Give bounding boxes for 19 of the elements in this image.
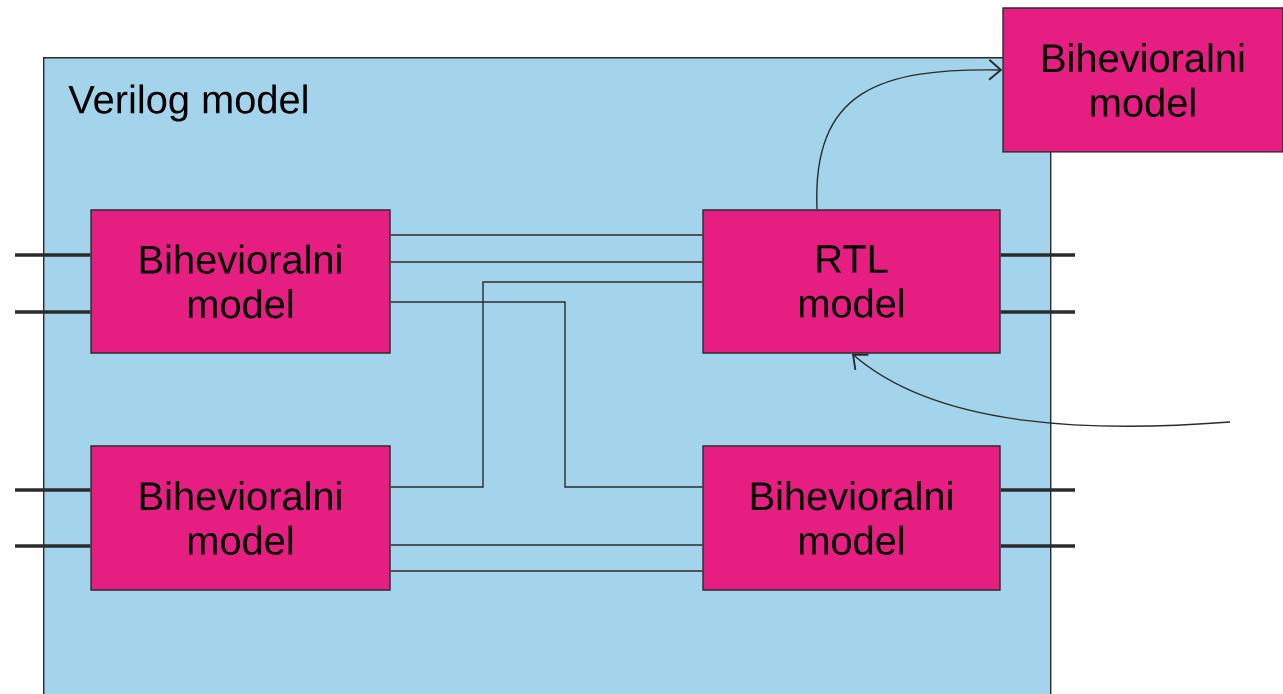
arrow [852, 353, 1231, 427]
port-line [1000, 488, 1075, 492]
connector-line [390, 570, 703, 572]
connector-line [390, 544, 703, 546]
port-line [15, 488, 91, 492]
model-box: RTL model [702, 209, 1001, 354]
port-line [1000, 253, 1075, 257]
connector-line [390, 234, 703, 236]
port-line [15, 310, 91, 314]
model-box: Bihevioralni model [1002, 7, 1283, 153]
model-box: Bihevioralni model [702, 445, 1001, 591]
model-box: Bihevioralni model [90, 209, 391, 354]
port-line [1000, 544, 1075, 548]
port-line [15, 544, 91, 548]
port-line [15, 253, 91, 257]
connector-line [390, 261, 703, 263]
port-line [1000, 310, 1075, 314]
model-box: Bihevioralni model [90, 445, 391, 591]
arrow [816, 58, 1003, 210]
